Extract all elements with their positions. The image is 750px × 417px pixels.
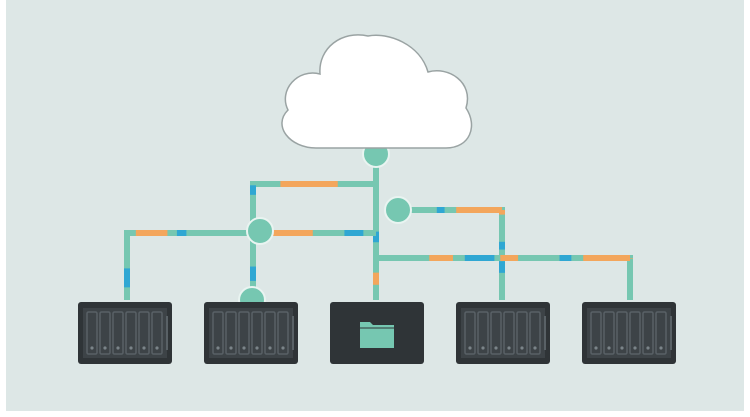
drive-bay — [616, 311, 628, 355]
pipe-right-upper-branch — [398, 207, 505, 300]
drive-bay-led — [90, 346, 94, 350]
drive-bay — [464, 311, 476, 355]
drive-bay-led — [255, 346, 259, 350]
drive-bay-led — [468, 346, 472, 350]
drive-bay-led — [103, 346, 107, 350]
drive-bay — [125, 311, 137, 355]
drive-bay — [603, 311, 615, 355]
drive-bay-led — [155, 346, 159, 350]
drive-bay — [529, 311, 541, 355]
drive-bay — [655, 311, 667, 355]
drive-bay-led — [242, 346, 246, 350]
drive-bay-led — [594, 346, 598, 350]
drive-bay — [138, 311, 150, 355]
drive-bay — [86, 311, 98, 355]
drive-bay-led — [646, 346, 650, 350]
nas-bay-panel — [461, 308, 545, 358]
pipe-left-branch — [124, 230, 376, 300]
cloud-shape — [281, 34, 473, 149]
drive-bay — [277, 311, 289, 355]
nas-bay-panel — [587, 308, 671, 358]
drive-bay — [629, 311, 641, 355]
drive-bay — [112, 311, 124, 355]
drive-bay-led — [216, 346, 220, 350]
drive-bay-led — [481, 346, 485, 350]
drive-bay-led — [533, 346, 537, 350]
drive-bay — [590, 311, 602, 355]
drive-bay — [99, 311, 111, 355]
drive-bay-led — [229, 346, 233, 350]
drive-bay-led — [507, 346, 511, 350]
nas-server-4 — [456, 302, 550, 364]
drive-bay — [212, 311, 224, 355]
pipe-upper-branch — [250, 181, 376, 300]
junction-node-right — [384, 196, 412, 224]
nas-server-1 — [78, 302, 172, 364]
nas-server-5 — [582, 302, 676, 364]
drive-bay-led — [268, 346, 272, 350]
cloud-icon — [281, 34, 473, 149]
drive-bay — [477, 311, 489, 355]
drive-bay-led — [659, 346, 663, 350]
pipe-right-lower-branch — [376, 255, 633, 300]
nas-servers — [78, 302, 676, 364]
drive-bay-led — [129, 346, 133, 350]
drive-bay — [251, 311, 263, 355]
drive-bay — [238, 311, 250, 355]
nas-server-3 — [330, 302, 424, 364]
drive-bay-led — [520, 346, 524, 350]
drive-bay — [225, 311, 237, 355]
drive-bay-led — [142, 346, 146, 350]
drive-bay-led — [116, 346, 120, 350]
drive-bay-led — [620, 346, 624, 350]
drive-bay — [642, 311, 654, 355]
drive-bay — [151, 311, 163, 355]
drive-bay-led — [281, 346, 285, 350]
drive-bay-led — [494, 346, 498, 350]
drive-bay — [516, 311, 528, 355]
folder-icon — [360, 322, 394, 348]
drive-bay — [490, 311, 502, 355]
connection-lines — [124, 148, 633, 300]
drive-bay-led — [607, 346, 611, 350]
drive-bay-led — [633, 346, 637, 350]
drive-bay — [503, 311, 515, 355]
nas-bay-panel — [209, 308, 293, 358]
nas-bay-panel — [83, 308, 167, 358]
nas-server-2 — [204, 302, 298, 364]
drive-bay — [264, 311, 276, 355]
junction-node-left — [246, 217, 274, 245]
